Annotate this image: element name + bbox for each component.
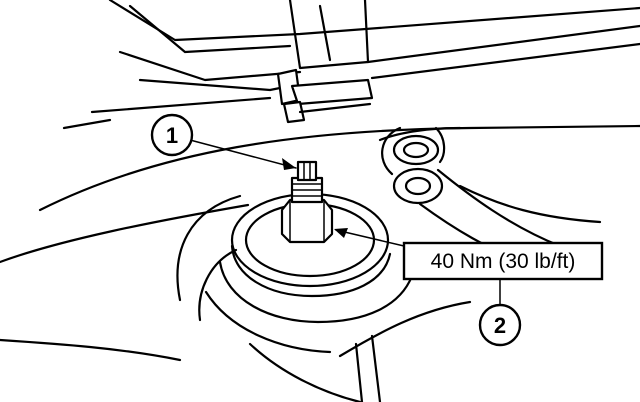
callout-number: 2 xyxy=(494,313,506,338)
leader-lines xyxy=(189,139,501,307)
arrow-head-torque xyxy=(334,228,348,238)
callout-2: 2 xyxy=(478,303,522,347)
leader-line-torque xyxy=(335,229,405,247)
arrow-head-1 xyxy=(282,158,296,170)
torque-box-frame xyxy=(402,241,604,281)
hose-pipe xyxy=(381,126,602,270)
mounting-boss xyxy=(0,192,472,402)
torque-label: 40 Nm (30 lb/ft) xyxy=(431,250,576,273)
callout-circle xyxy=(150,113,194,157)
torque-spec-box: 40 Nm (30 lb/ft) xyxy=(402,241,604,281)
callout-1: 1 xyxy=(150,113,194,157)
callout-number: 1 xyxy=(166,123,178,148)
sensor-body xyxy=(280,160,334,244)
upper-bracket xyxy=(62,0,640,130)
leader-line-1 xyxy=(189,139,297,169)
callout-circle xyxy=(478,303,522,347)
